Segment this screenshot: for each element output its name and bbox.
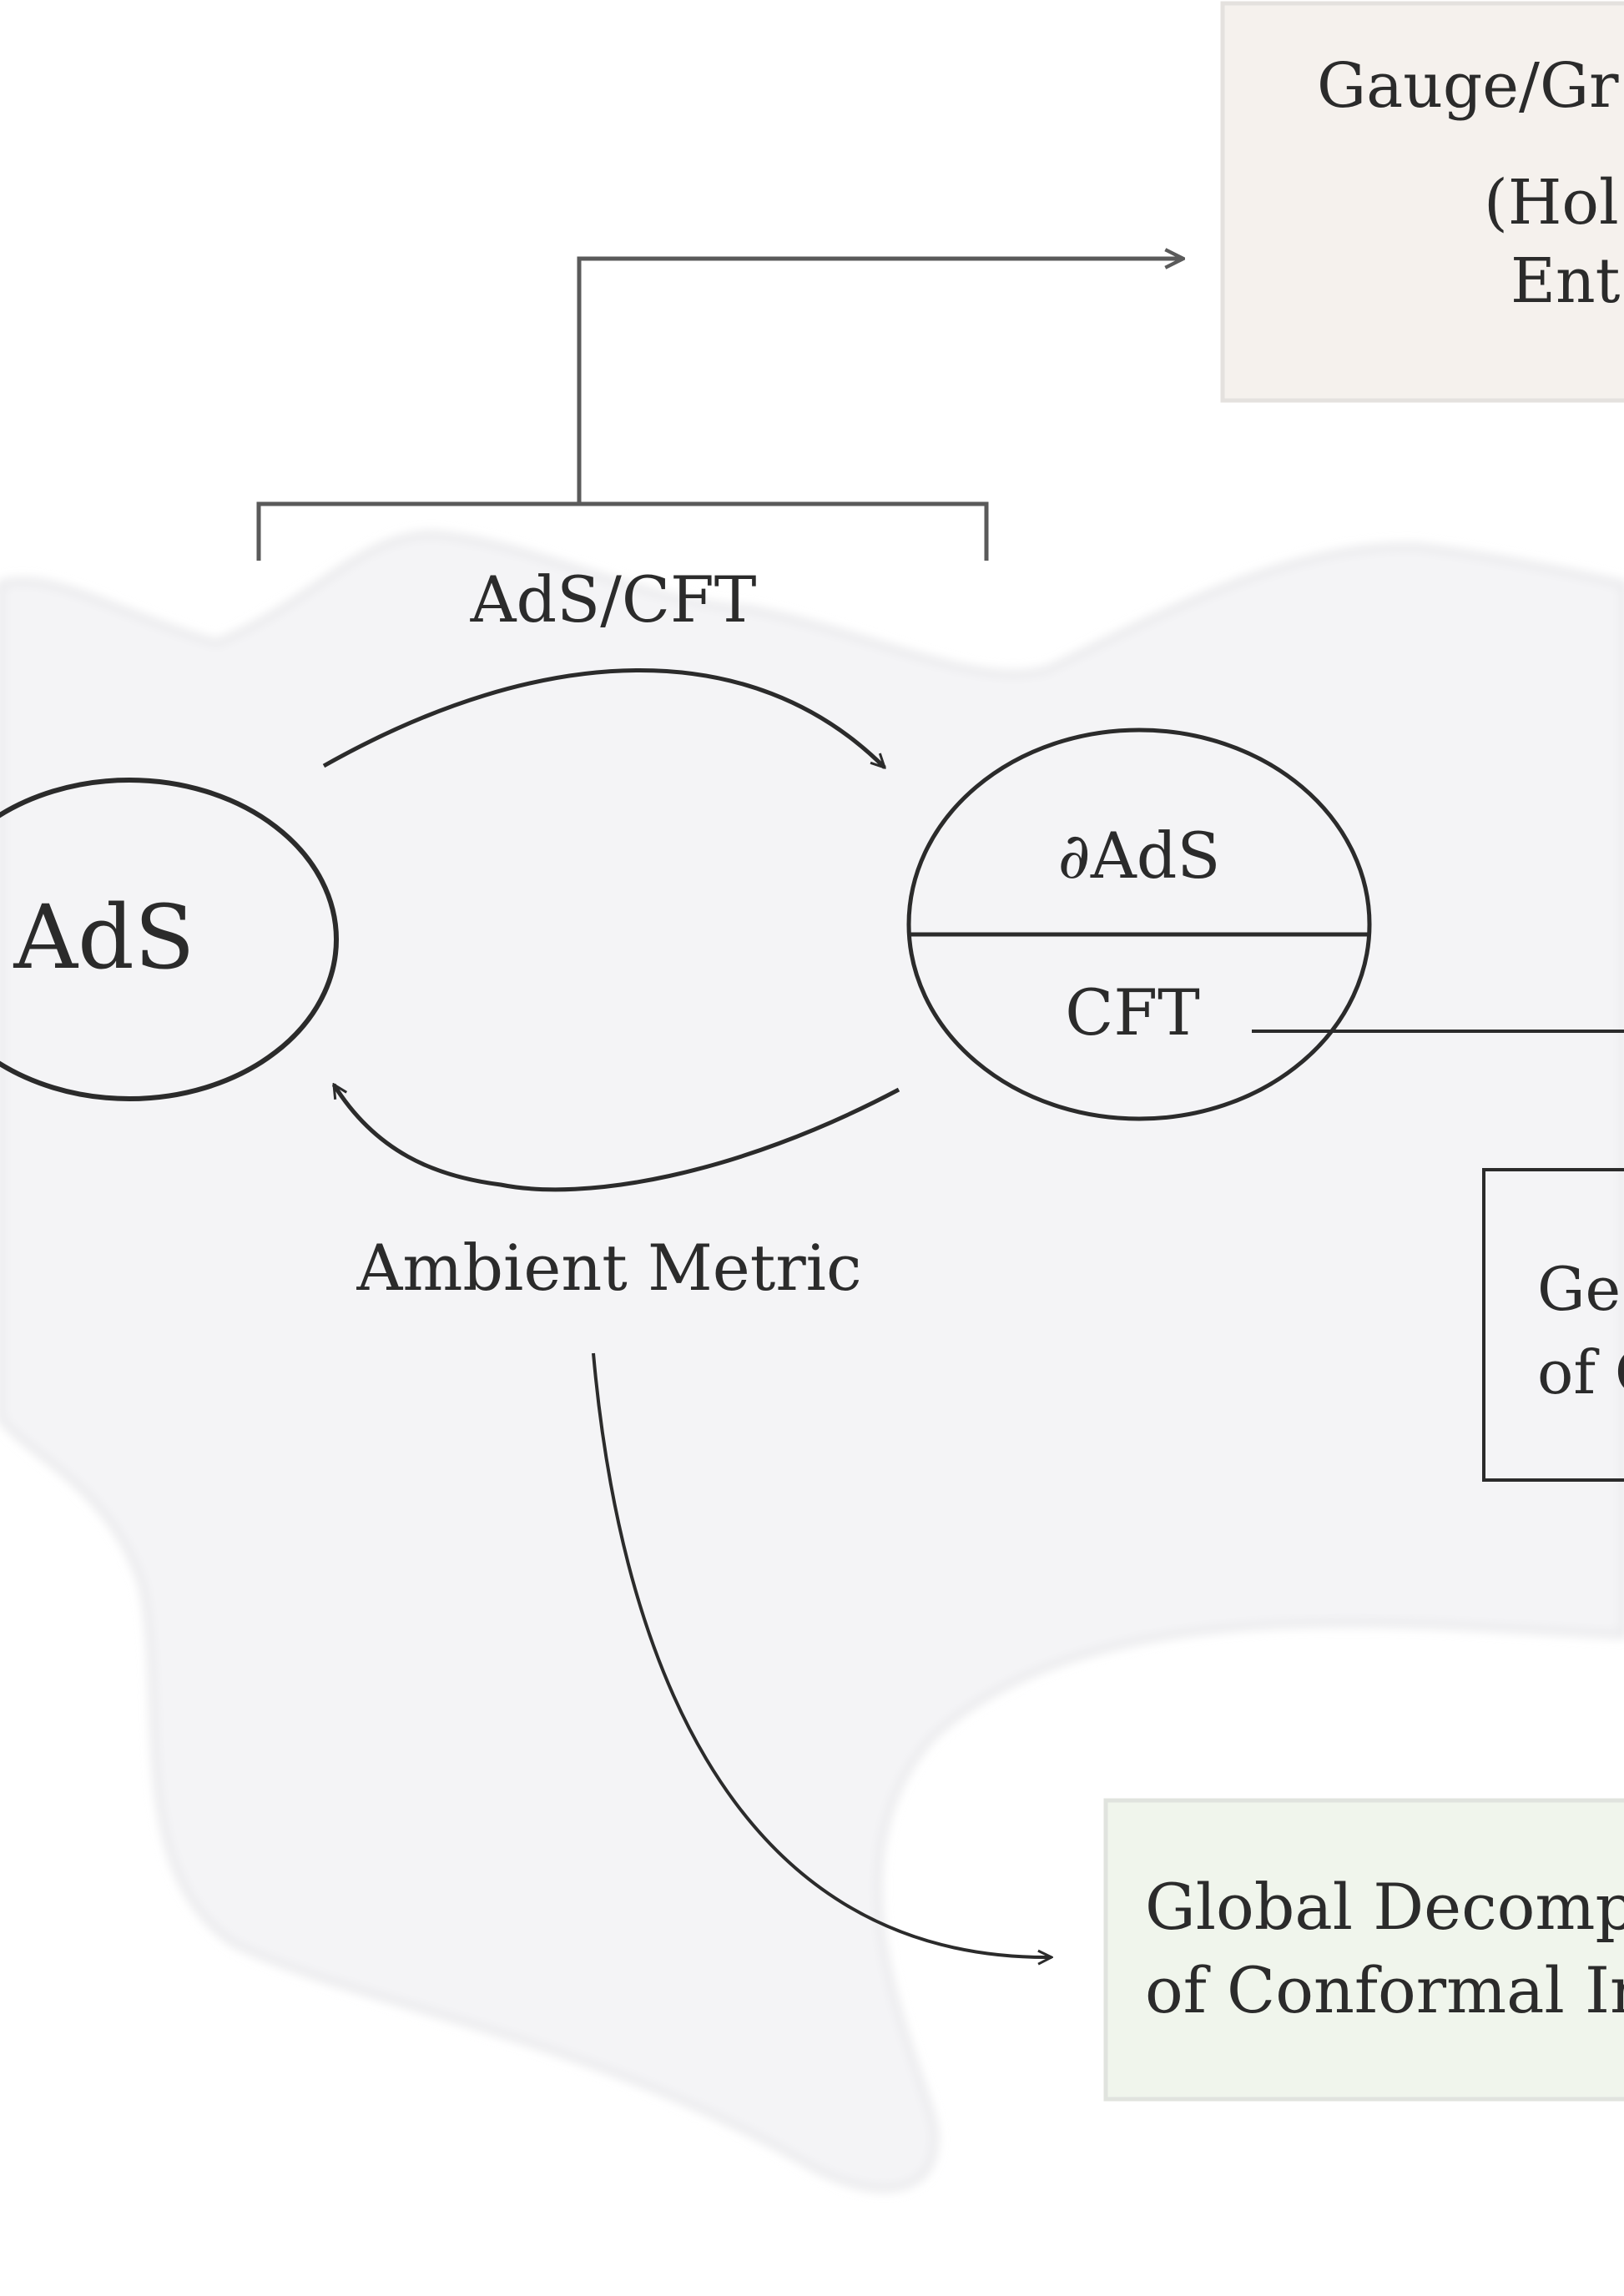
geometry-box-line-2: of C <box>1537 1337 1624 1407</box>
gauge-gravity-box <box>1220 1 1624 403</box>
ads-node-label: AdS <box>13 886 194 989</box>
gauge-box-line-3: Ent <box>1511 245 1621 317</box>
global-box-line-2: of Conformal In <box>1145 1953 1624 2027</box>
ads-node <box>0 778 339 1101</box>
ambient-metric-label: Ambient Metric <box>356 1231 861 1305</box>
geometry-box <box>1482 1168 1624 1482</box>
geometry-box-line-1: Ge <box>1537 1254 1621 1324</box>
boundary-bottom-label: CFT <box>1065 975 1200 1050</box>
gauge-box-title: Gauge/Gr <box>1317 50 1619 122</box>
ambient-to-global-arrow <box>592 1352 1052 1957</box>
boundary-to-ads-arrow <box>331 1085 900 1192</box>
bracket-connector <box>256 501 989 561</box>
gauge-box-line-2: (Hol <box>1484 167 1619 239</box>
global-box-line-1: Global Decompo <box>1145 1870 1624 1944</box>
ads-cft-label: AdS/CFT <box>470 562 757 637</box>
global-decomposition-box <box>1103 1798 1624 2102</box>
boundary-node <box>906 728 1372 1121</box>
bracket-to-gauge-arrow <box>577 259 1183 504</box>
boundary-top-label: ∂AdS <box>1058 818 1221 893</box>
ads-to-boundary-arrow <box>322 668 885 768</box>
background-region <box>0 531 1624 2192</box>
